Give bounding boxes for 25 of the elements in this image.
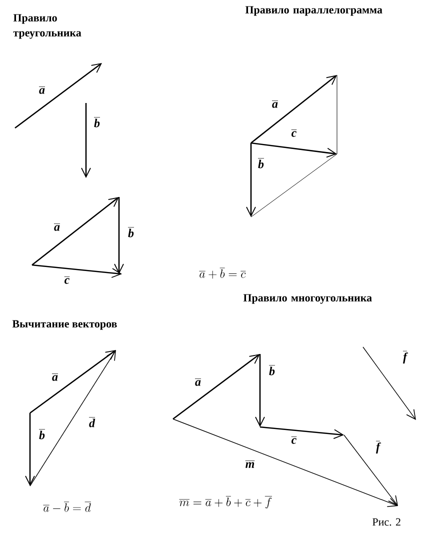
vector-label: c (291, 130, 297, 137)
figure-caption: Рис. 2 (372, 518, 400, 526)
formula: $\overline{a}-\overline{b}=\overline{d}$ (43, 502, 91, 512)
vector-label: f (402, 350, 408, 364)
vector-label: c (64, 276, 70, 284)
vector-label: b (258, 158, 264, 168)
vector-label: m (245, 460, 255, 468)
vector-label: b (268, 365, 276, 376)
heading: Правило параллелограмма (245, 6, 382, 16)
formula: $\overline{a}+\overline{b}=\overline{c}$ (199, 268, 246, 279)
vector-label: f (376, 440, 381, 454)
heading: Правило треугольника (13, 14, 82, 39)
vector-label: b (38, 429, 46, 440)
formula: $\overline{m}=\overline{a}+\overline{b}+\overline{c}+\overline{f}$ (179, 496, 272, 508)
vector-label: a (38, 86, 46, 94)
vector-label: a (194, 378, 202, 386)
heading: Вычитание векторов (12, 320, 117, 330)
vector-label: a (54, 224, 60, 231)
vector-label: c (291, 436, 297, 444)
heading: Правило многоугольника (243, 294, 372, 304)
vector-label: b (94, 117, 100, 128)
vector-label: d (88, 417, 96, 428)
vector-label: a (272, 100, 278, 108)
vector-label: b (128, 227, 134, 238)
vector-label: a (52, 374, 58, 381)
